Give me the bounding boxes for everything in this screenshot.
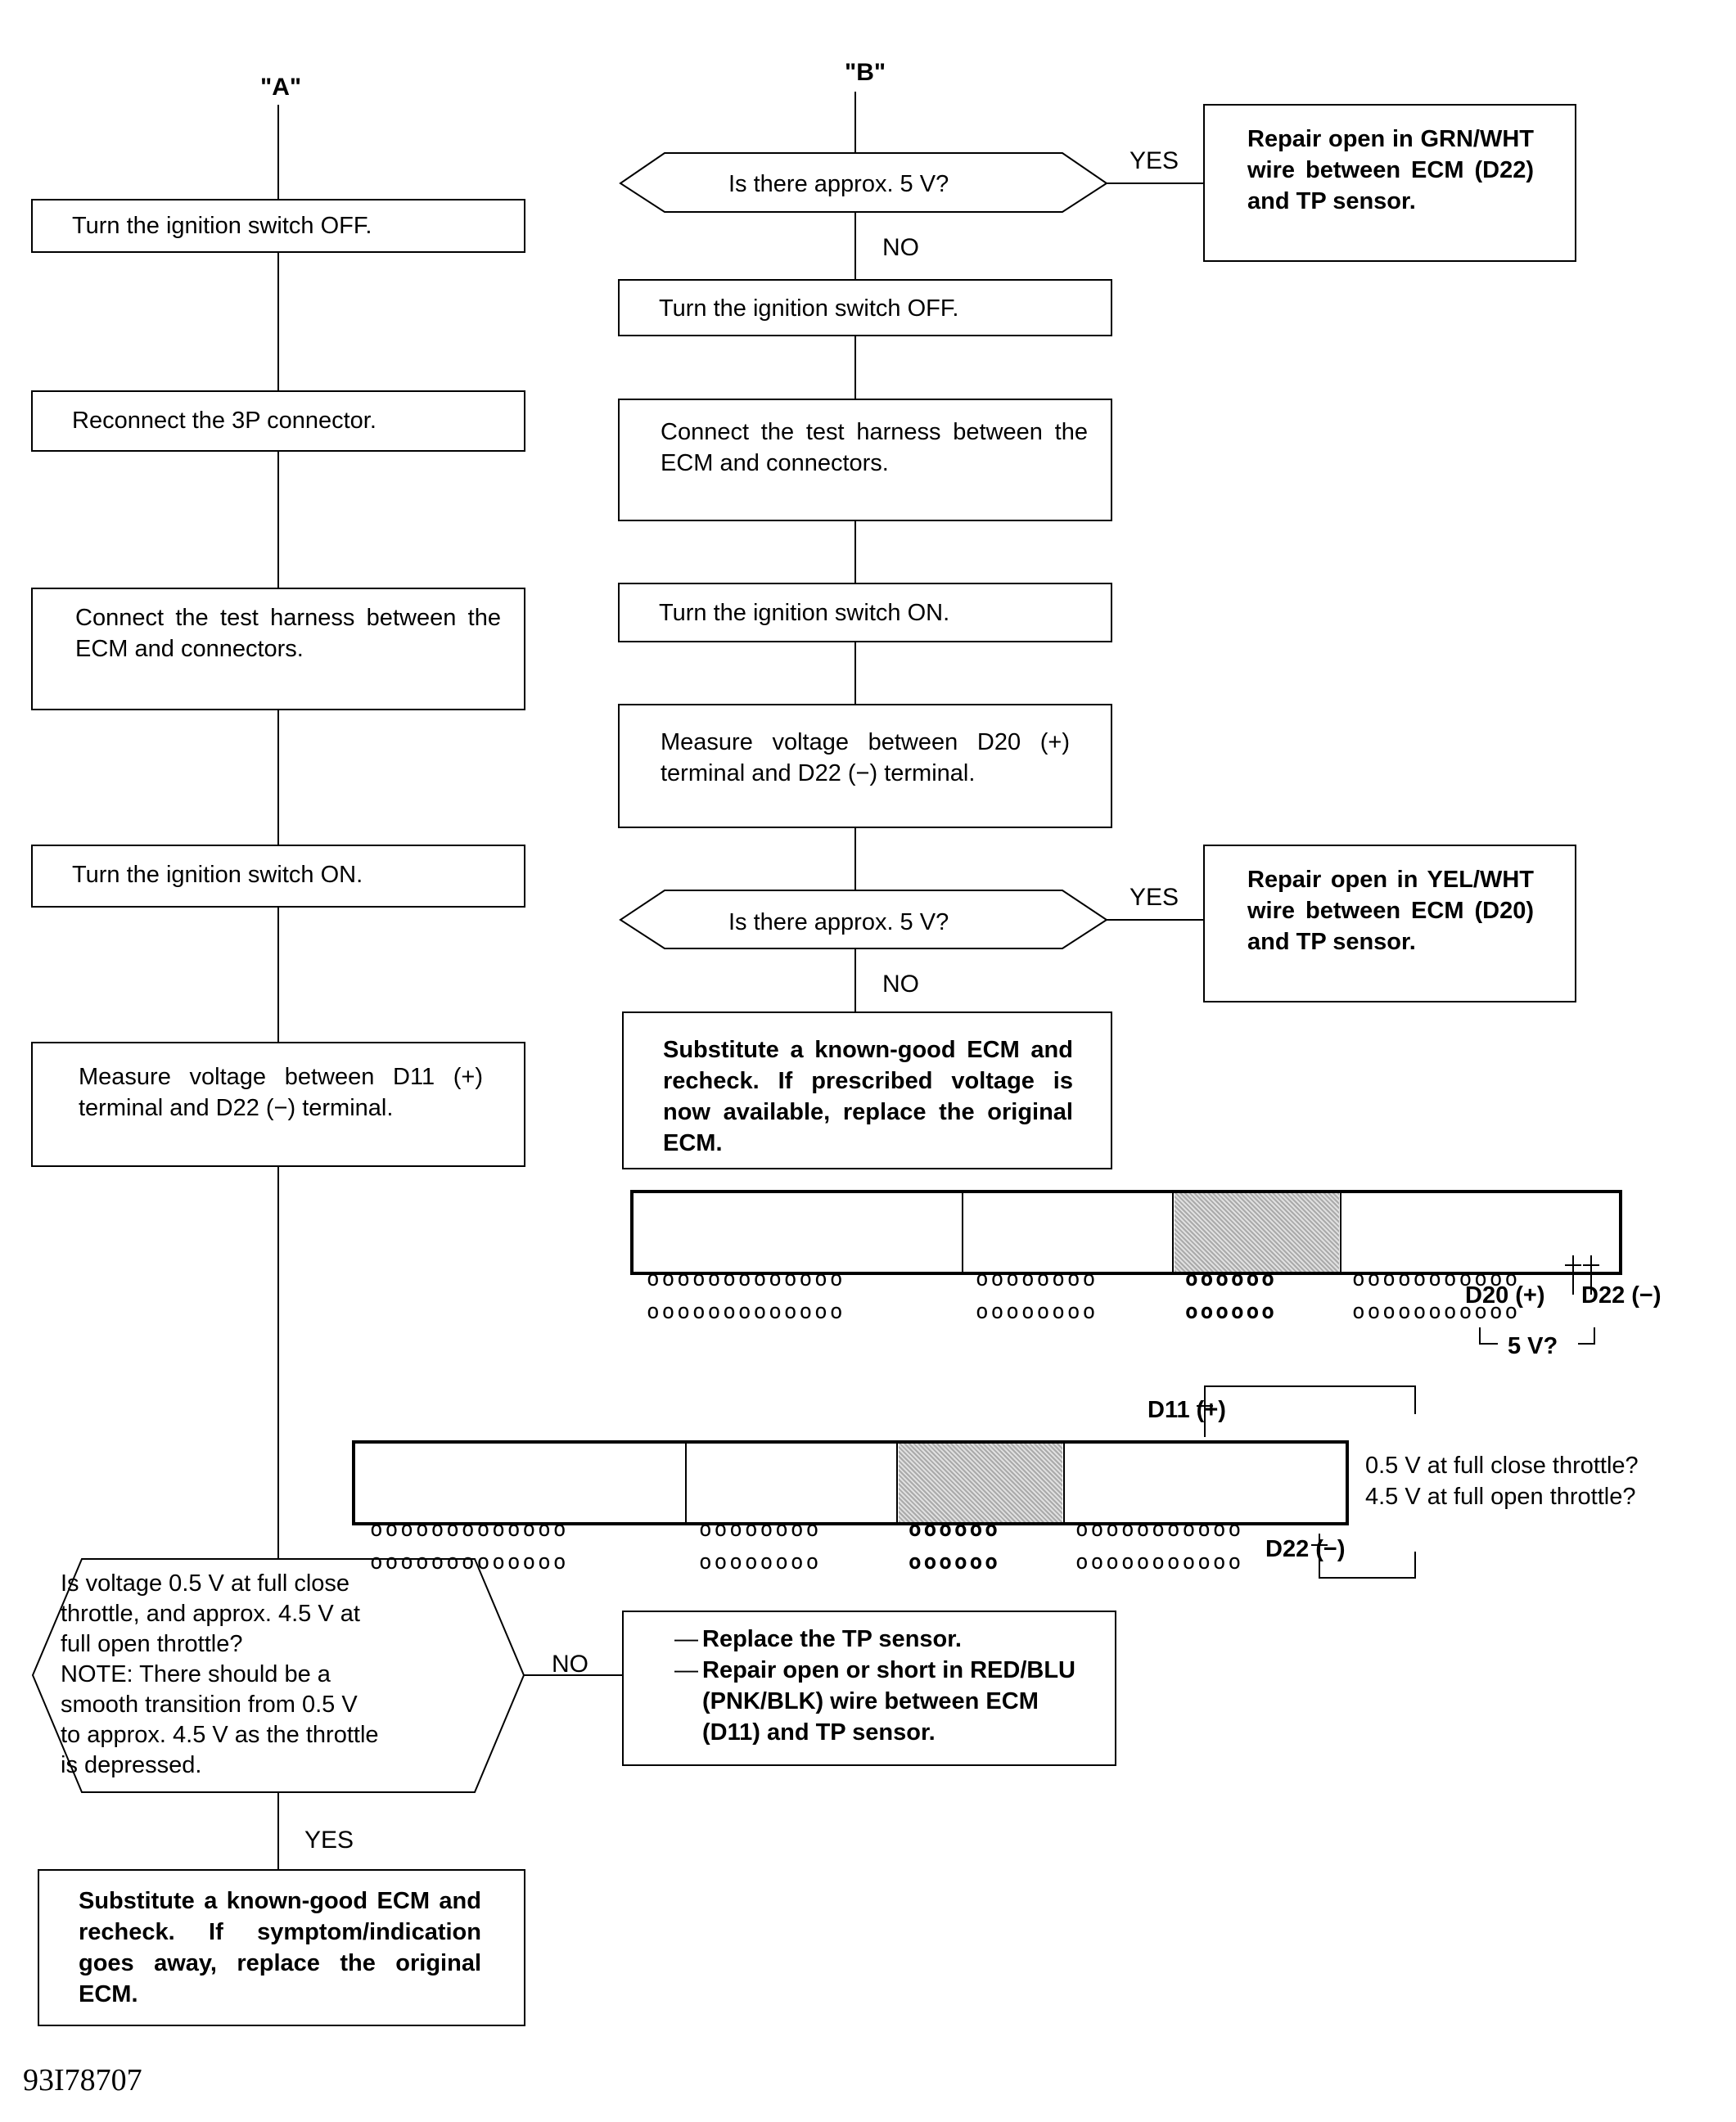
b-decision2-yes: YES (1130, 884, 1179, 911)
a-decision-line: smooth transition from 0.5 V (61, 1692, 358, 1718)
a-step-ignition-on: Turn the ignition switch ON. (31, 845, 525, 908)
a-step-ignition-on-text: Turn the ignition switch ON. (72, 862, 363, 888)
connector1-shaded-section (1175, 1193, 1339, 1272)
b-yes-action1-box: Repair open in GRN/WHT wire between ECM … (1203, 104, 1576, 262)
a-step-reconnect-3p: Reconnect the 3P connector. (31, 390, 525, 452)
b-step-measure-d20: Measure voltage between D20 (+) terminal… (618, 704, 1112, 828)
b-decision1-no: NO (882, 234, 919, 261)
connector1-d20-label: D20 (+) (1465, 1282, 1545, 1309)
connector1-voltage-label: 5 V? (1508, 1333, 1558, 1359)
a-decision-line: NOTE: There should be a (61, 1661, 331, 1687)
connector1-d22-label: D22 (−) (1581, 1282, 1662, 1309)
connector2-reading-line: 0.5 V at full close throttle? (1365, 1453, 1639, 1479)
b-step-ignition-off-text: Turn the ignition switch OFF. (659, 295, 959, 322)
a-step-measure-d11-text: Measure voltage between D11 (+) terminal… (79, 1064, 483, 1121)
b-yes-action2-text: Repair open in YEL/WHT wire between ECM … (1247, 867, 1534, 955)
b-step-connect-harness: Connect the test harness between the ECM… (618, 399, 1112, 521)
a-step-connect-harness: Connect the test harness between the ECM… (31, 588, 525, 710)
b-no-action2-box: Substitute a known-good ECM and recheck.… (622, 1011, 1112, 1169)
a-decision-line: throttle, and approx. 4.5 V at (61, 1601, 360, 1627)
b-decision2-text: Is there approx. 5 V? (728, 909, 949, 935)
figure-code: 93I78707 (23, 2063, 142, 2097)
a-decision-line: to approx. 4.5 V as the throttle (61, 1722, 379, 1748)
a-decision-line: full open throttle? (61, 1631, 243, 1657)
a-decision-line: is depressed. (61, 1752, 202, 1778)
connector2-d11-label: D11 (+) (1148, 1397, 1226, 1423)
a-decision-text: Is voltage 0.5 V at full close throttle,… (61, 1569, 379, 1781)
a-step-ignition-off-text: Turn the ignition switch OFF. (72, 213, 372, 239)
b-decision2-no: NO (882, 971, 919, 998)
a-step-connect-harness-text: Connect the test harness between the ECM… (75, 605, 501, 662)
b-yes-action2-box: Repair open in YEL/WHT wire between ECM … (1203, 845, 1576, 1002)
b-step-ignition-on-text: Turn the ignition switch ON. (659, 600, 950, 626)
b-step-measure-d20-text: Measure voltage between D20 (+) terminal… (661, 729, 1070, 786)
b-step-ignition-on: Turn the ignition switch ON. (618, 583, 1112, 642)
a-yes-action-box: Substitute a known-good ECM and recheck.… (38, 1869, 525, 2026)
a-no-action-item: Replace the TP sensor. (674, 1624, 1082, 1655)
b-decision1-text: Is there approx. 5 V? (728, 171, 949, 197)
a-yes-action-text: Substitute a known-good ECM and recheck.… (79, 1888, 481, 2007)
b-decision1-yes: YES (1130, 147, 1179, 174)
a-no-action-box: Replace the TP sensor. Repair open or sh… (622, 1611, 1116, 1766)
b-step-connect-harness-text: Connect the test harness between the ECM… (661, 419, 1088, 476)
b-yes-action1-text: Repair open in GRN/WHT wire between ECM … (1247, 126, 1534, 214)
a-no-label: NO (552, 1651, 588, 1678)
a-step-reconnect-3p-text: Reconnect the 3P connector. (72, 408, 377, 434)
b-no-action2-text: Substitute a known-good ECM and recheck.… (663, 1037, 1073, 1156)
connector2-reading-text: 0.5 V at full close throttle? 4.5 V at f… (1365, 1450, 1639, 1512)
connector2-shaded-section (899, 1444, 1062, 1522)
a-step-measure-d11: Measure voltage between D11 (+) terminal… (31, 1042, 525, 1167)
column-b-label: "B" (845, 59, 886, 86)
column-a-label: "A" (260, 74, 302, 101)
connector2-reading-line: 4.5 V at full open throttle? (1365, 1484, 1636, 1510)
a-no-action-item: Repair open or short in RED/BLU (PNK/BLK… (674, 1655, 1082, 1748)
b-step-ignition-off: Turn the ignition switch OFF. (618, 279, 1112, 336)
a-step-ignition-off: Turn the ignition switch OFF. (31, 199, 525, 253)
connector2-d22-label: D22 (−) (1265, 1536, 1346, 1562)
a-yes-label: YES (304, 1827, 354, 1854)
a-decision-line: Is voltage 0.5 V at full close (61, 1570, 350, 1597)
